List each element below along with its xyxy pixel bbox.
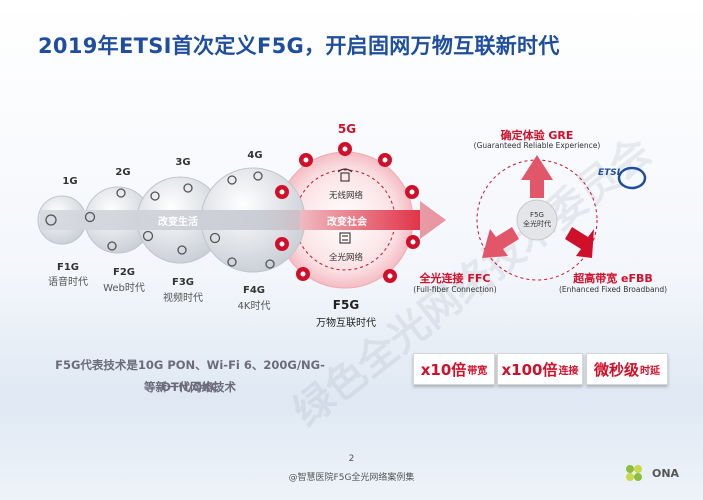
arrow-up: [521, 155, 553, 198]
label-2g: 2G: [115, 167, 131, 178]
label-f1g: F1G: [57, 262, 79, 273]
badge-bandwidth: x10倍 带宽: [413, 353, 495, 385]
tech-text-line1: F5G代表技术是10G PON、Wi-Fi 6、200G/NG-OTN/OXC: [55, 358, 325, 394]
label-4g: 4G: [247, 150, 263, 161]
page-title: 2019年ETSI首次定义F5G，开启固网万物互联新时代: [38, 34, 560, 58]
efbb-title: 超高带宽 eFBB: [573, 272, 653, 285]
desc-f2g: Web时代: [103, 283, 145, 294]
optical-icon: [339, 232, 351, 244]
desc-f3g: 视频时代: [163, 293, 203, 304]
wireless-icon: [337, 168, 353, 182]
arrow-label-society: 改变社会: [327, 217, 367, 228]
brand-logo-text: ONA: [652, 467, 680, 480]
label-f4g: F4G: [243, 285, 265, 296]
label-5g: 5G: [337, 122, 357, 136]
badge-connection: x100倍 连接: [497, 353, 583, 385]
ffc-subtitle: (Full-fiber Connection): [413, 285, 497, 294]
badge-connection-value: x100倍: [501, 360, 558, 379]
badge-bandwidth-text: 带宽: [467, 365, 488, 377]
badge-latency-value: 微秒级: [593, 360, 639, 379]
desc-f1g: 语音时代: [48, 277, 88, 288]
label-f5g: F5G: [332, 298, 360, 312]
arrow-label-life: 改变生活: [158, 217, 198, 228]
badge-bandwidth-value: x10倍: [420, 360, 467, 379]
label-1g: 1G: [62, 176, 78, 187]
triangle-center-label: F5G 全光时代: [523, 211, 551, 228]
footer-source: @智慧医院F5G全光网络案例集: [288, 473, 415, 483]
efbb-subtitle: (Enhanced Fixed Broadband): [558, 285, 668, 294]
f5g-red-icons-glyph: [279, 146, 416, 279]
badge-connection-text: 连接: [558, 365, 579, 377]
f5g-wireless-label: 无线网络: [328, 191, 364, 201]
etsi-logo-text: ETSI: [598, 168, 621, 178]
ball-icons: [45, 171, 275, 269]
ffc-title: 全光连接 FFC: [419, 272, 491, 285]
badge-latency-text: 时延: [640, 365, 660, 377]
triangle-center: [516, 199, 558, 241]
desc-f5g: 万物互联时代: [316, 318, 376, 329]
f5g-optical-label: 全光网络: [328, 253, 364, 263]
tech-text-line2: 等新一代网络技术: [144, 380, 236, 394]
label-f3g: F3G: [172, 277, 194, 288]
page-number: 2: [348, 454, 355, 464]
arrow-left: [482, 227, 519, 258]
badge-latency: 微秒级 时延: [586, 353, 668, 385]
arrow-right: [565, 227, 594, 258]
society-arrow-band: [300, 210, 420, 230]
label-3g: 3G: [175, 157, 191, 168]
etsi-logo-ring: [617, 166, 647, 190]
label-f2g: F2G: [113, 267, 135, 278]
gre-title: 确定体验 GRE: [500, 129, 574, 142]
gre-subtitle: (Guaranteed Reliable Experience): [473, 141, 601, 150]
desc-f4g: 4K时代: [237, 301, 271, 312]
ona-logo: [626, 465, 642, 481]
